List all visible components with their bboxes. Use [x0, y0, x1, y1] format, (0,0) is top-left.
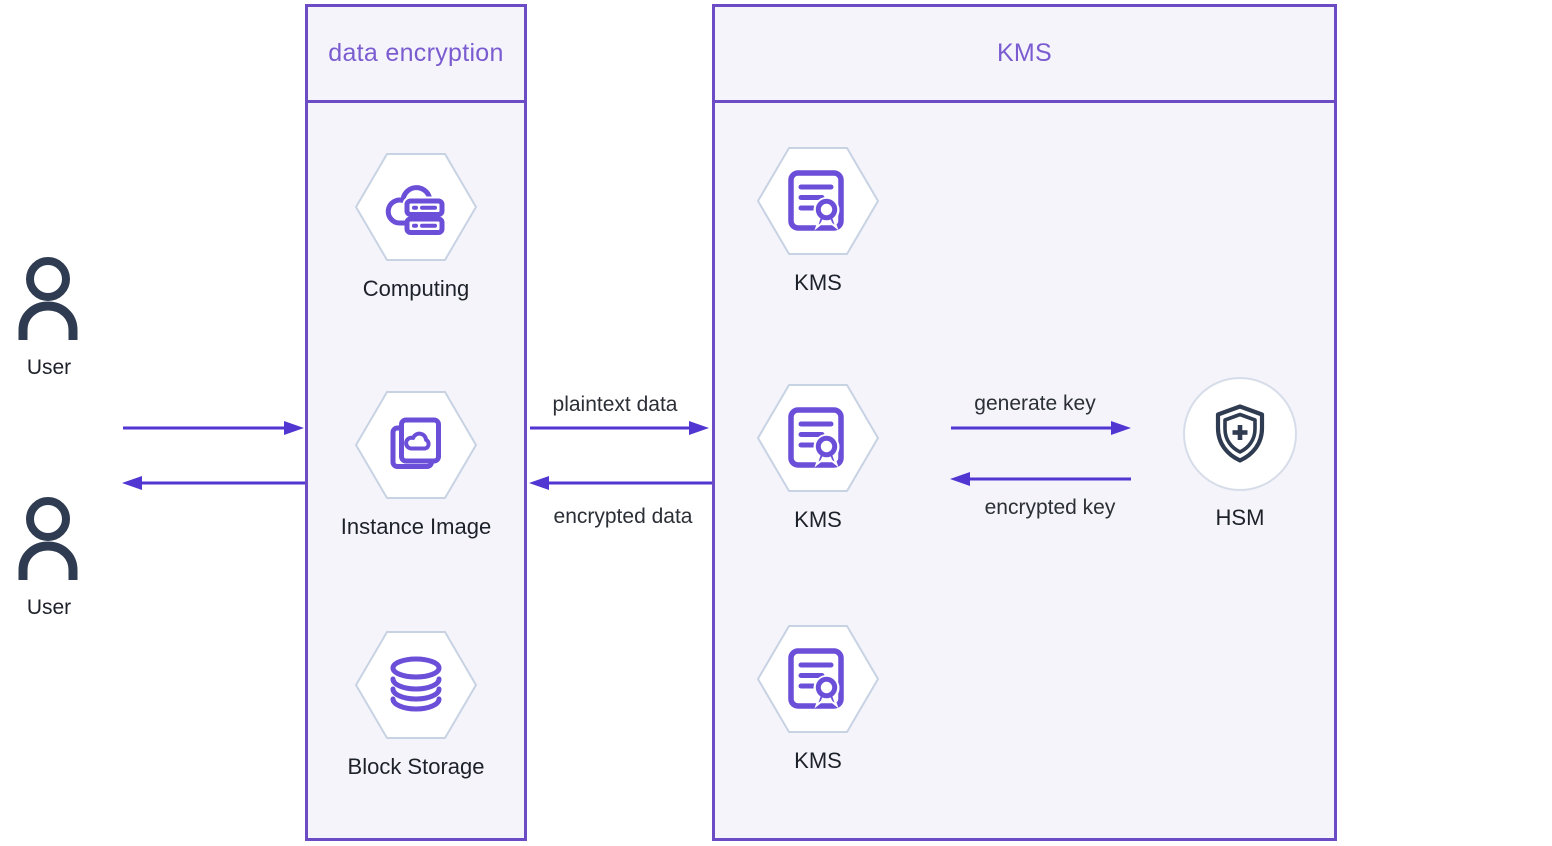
plaintext-data-label: plaintext data: [552, 393, 678, 416]
cloud-server-icon: [355, 153, 477, 261]
database-icon: [355, 631, 477, 739]
computing-label: Computing: [362, 276, 470, 301]
arrow-encrypted-key: [950, 472, 1131, 486]
certificate-icon: [757, 384, 879, 492]
kms-panel-title: KMS: [996, 39, 1053, 67]
generate-key-label: generate key: [974, 392, 1096, 415]
hsm-circle: [1183, 377, 1297, 491]
arrow-encryption-to-user: [122, 476, 306, 490]
user-label: User: [26, 596, 72, 619]
arrow-plaintext-data: [530, 421, 709, 435]
data-encryption-title: data encryption: [328, 39, 504, 67]
arrow-encrypted-data: [529, 476, 713, 490]
instance-image-label: Instance Image: [340, 514, 492, 539]
kms-node-3: KMS: [756, 624, 880, 774]
kms-label: KMS: [794, 270, 842, 295]
kms-label: KMS: [794, 748, 842, 773]
hsm-label: HSM: [1215, 505, 1265, 530]
arrow-user-to-encryption: [123, 421, 304, 435]
user-node-1: [17, 256, 79, 340]
certificate-icon: [757, 625, 879, 733]
arrow-generate-key: [951, 421, 1131, 435]
encrypted-data-label: encrypted data: [553, 505, 693, 528]
user-label: User: [26, 356, 72, 379]
kms-panel-header: KMS: [715, 7, 1334, 103]
user-icon: [18, 257, 78, 340]
kms-node-1: KMS: [756, 146, 880, 296]
user-node-2: [17, 496, 79, 580]
instance-image-node: Instance Image: [341, 390, 491, 540]
kms-node-2: KMS: [756, 383, 880, 533]
encrypted-key-label: encrypted key: [984, 496, 1116, 519]
kms-label: KMS: [794, 507, 842, 532]
block-storage-label: Block Storage: [347, 754, 485, 779]
certificate-icon: [757, 147, 879, 255]
data-encryption-header: data encryption: [308, 7, 524, 103]
block-storage-node: Block Storage: [348, 630, 484, 780]
user-icon: [18, 497, 78, 580]
computing-node: Computing: [354, 152, 478, 302]
shield-plus-icon: [1215, 404, 1265, 463]
hsm-node: HSM: [1183, 377, 1297, 531]
image-copies-icon: [355, 391, 477, 499]
